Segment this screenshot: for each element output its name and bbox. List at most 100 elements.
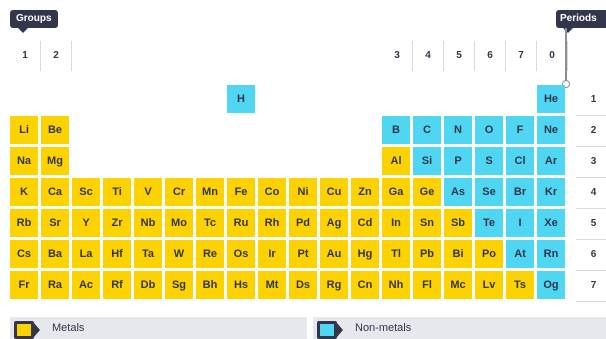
element-ar[interactable]: Ar [537,147,565,175]
element-w[interactable]: W [165,240,193,268]
element-rb[interactable]: Rb [10,209,38,237]
element-f[interactable]: F [506,116,534,144]
element-i[interactable]: I [506,209,534,237]
element-n[interactable]: N [444,116,472,144]
element-po[interactable]: Po [475,240,503,268]
legend-metals-swatch-icon [14,321,34,339]
element-sg[interactable]: Sg [165,271,193,299]
element-ts[interactable]: Ts [506,271,534,299]
legend-metals-bar [10,317,307,339]
element-li[interactable]: Li [10,116,38,144]
element-as[interactable]: As [444,178,472,206]
element-mg[interactable]: Mg [41,147,69,175]
element-ra[interactable]: Ra [41,271,69,299]
periods-axis-dot [562,80,570,88]
element-si[interactable]: Si [413,147,441,175]
element-sn[interactable]: Sn [413,209,441,237]
element-mn[interactable]: Mn [196,178,224,206]
element-se[interactable]: Se [475,178,503,206]
element-sr[interactable]: Sr [41,209,69,237]
group-header-0: 0 [537,41,568,71]
element-tc[interactable]: Tc [196,209,224,237]
element-nh[interactable]: Nh [382,271,410,299]
element-rh[interactable]: Rh [258,209,286,237]
element-fe[interactable]: Fe [227,178,255,206]
element-cu[interactable]: Cu [320,178,348,206]
element-cl[interactable]: Cl [506,147,534,175]
element-au[interactable]: Au [320,240,348,268]
element-bh[interactable]: Bh [196,271,224,299]
element-xe[interactable]: Xe [537,209,565,237]
group-header-7: 7 [506,41,537,71]
element-mo[interactable]: Mo [165,209,193,237]
element-bi[interactable]: Bi [444,240,472,268]
element-cd[interactable]: Cd [351,209,379,237]
element-br[interactable]: Br [506,178,534,206]
element-fr[interactable]: Fr [10,271,38,299]
element-nb[interactable]: Nb [134,209,162,237]
element-k[interactable]: K [10,178,38,206]
element-in[interactable]: In [382,209,410,237]
element-kr[interactable]: Kr [537,178,565,206]
element-rg[interactable]: Rg [320,271,348,299]
element-ti[interactable]: Ti [103,178,131,206]
element-og[interactable]: Og [537,271,565,299]
element-ru[interactable]: Ru [227,209,255,237]
element-al[interactable]: Al [382,147,410,175]
element-te[interactable]: Te [475,209,503,237]
element-c[interactable]: C [413,116,441,144]
element-be[interactable]: Be [41,116,69,144]
element-o[interactable]: O [475,116,503,144]
element-mt[interactable]: Mt [258,271,286,299]
element-ag[interactable]: Ag [320,209,348,237]
element-hf[interactable]: Hf [103,240,131,268]
periods-label: Periods [556,10,606,33]
element-db[interactable]: Db [134,271,162,299]
element-v[interactable]: V [134,178,162,206]
element-ds[interactable]: Ds [289,271,317,299]
element-os[interactable]: Os [227,240,255,268]
element-cr[interactable]: Cr [165,178,193,206]
element-b[interactable]: B [382,116,410,144]
element-cs[interactable]: Cs [10,240,38,268]
element-he[interactable]: He [537,85,565,113]
element-lv[interactable]: Lv [475,271,503,299]
element-na[interactable]: Na [10,147,38,175]
element-ac[interactable]: Ac [72,271,100,299]
element-ga[interactable]: Ga [382,178,410,206]
element-la[interactable]: La [72,240,100,268]
element-ta[interactable]: Ta [134,240,162,268]
element-cn[interactable]: Cn [351,271,379,299]
element-mc[interactable]: Mc [444,271,472,299]
element-sb[interactable]: Sb [444,209,472,237]
element-re[interactable]: Re [196,240,224,268]
element-at[interactable]: At [506,240,534,268]
group-header-5: 5 [444,41,475,71]
element-s[interactable]: S [475,147,503,175]
element-hg[interactable]: Hg [351,240,379,268]
element-ca[interactable]: Ca [41,178,69,206]
element-hs[interactable]: Hs [227,271,255,299]
element-fl[interactable]: Fl [413,271,441,299]
element-h[interactable]: H [227,85,255,113]
element-rn[interactable]: Rn [537,240,565,268]
legend-nonmetals-bar [313,317,606,339]
legend-nonmetals-label: Non-metals [355,322,412,334]
element-zn[interactable]: Zn [351,178,379,206]
element-tl[interactable]: Tl [382,240,410,268]
element-pt[interactable]: Pt [289,240,317,268]
element-y[interactable]: Y [72,209,100,237]
element-rf[interactable]: Rf [103,271,131,299]
element-pb[interactable]: Pb [413,240,441,268]
element-ni[interactable]: Ni [289,178,317,206]
element-ge[interactable]: Ge [413,178,441,206]
period-number-2: 2 [576,116,606,147]
element-zr[interactable]: Zr [103,209,131,237]
element-sc[interactable]: Sc [72,178,100,206]
element-ne[interactable]: Ne [537,116,565,144]
element-pd[interactable]: Pd [289,209,317,237]
element-ba[interactable]: Ba [41,240,69,268]
element-p[interactable]: P [444,147,472,175]
element-co[interactable]: Co [258,178,286,206]
element-ir[interactable]: Ir [258,240,286,268]
